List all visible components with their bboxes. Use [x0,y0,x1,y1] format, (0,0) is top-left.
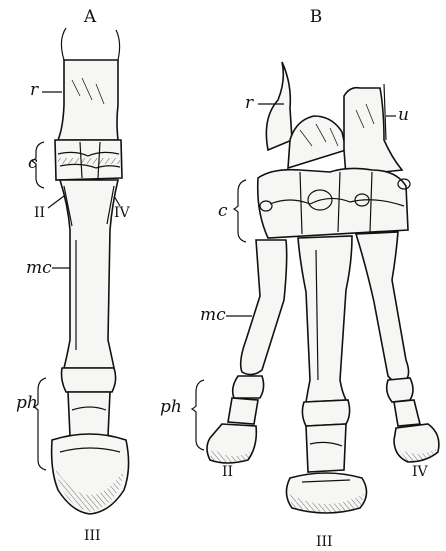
panel-a-label-r: r [30,80,39,100]
panel-a-title: A [83,7,97,27]
panel-b-radius-ulna [266,62,402,176]
panel-b-metacarpals [241,232,409,402]
panel-a-label-iii: III [84,528,101,544]
panel-a-label-mc: mc [26,258,52,278]
panel-a-label-ii: II [34,205,45,221]
panel-a-carpus [55,140,122,180]
panel-b-label-u: u [398,105,409,125]
panel-b: B [160,7,439,550]
panel-b-label-ph: ph [160,397,182,417]
panel-b-label-ii: II [222,464,233,480]
panel-b-label-iii: III [316,534,333,550]
panel-b-label-iv: IV [412,464,429,480]
panel-b-carpus [258,168,410,238]
panel-b-label-r: r [245,93,254,113]
panel-a-label-iv: IV [114,205,131,221]
panel-a-label-ph: ph [16,393,38,413]
panel-b-label-mc: mc [200,305,226,325]
panel-a-phalanges [52,368,129,514]
panel-a: A [16,7,131,544]
panel-b-title: B [310,7,323,27]
panel-a-radius [58,28,120,140]
panel-b-label-c: c [218,201,228,221]
panel-a-metacarpal [60,180,118,368]
